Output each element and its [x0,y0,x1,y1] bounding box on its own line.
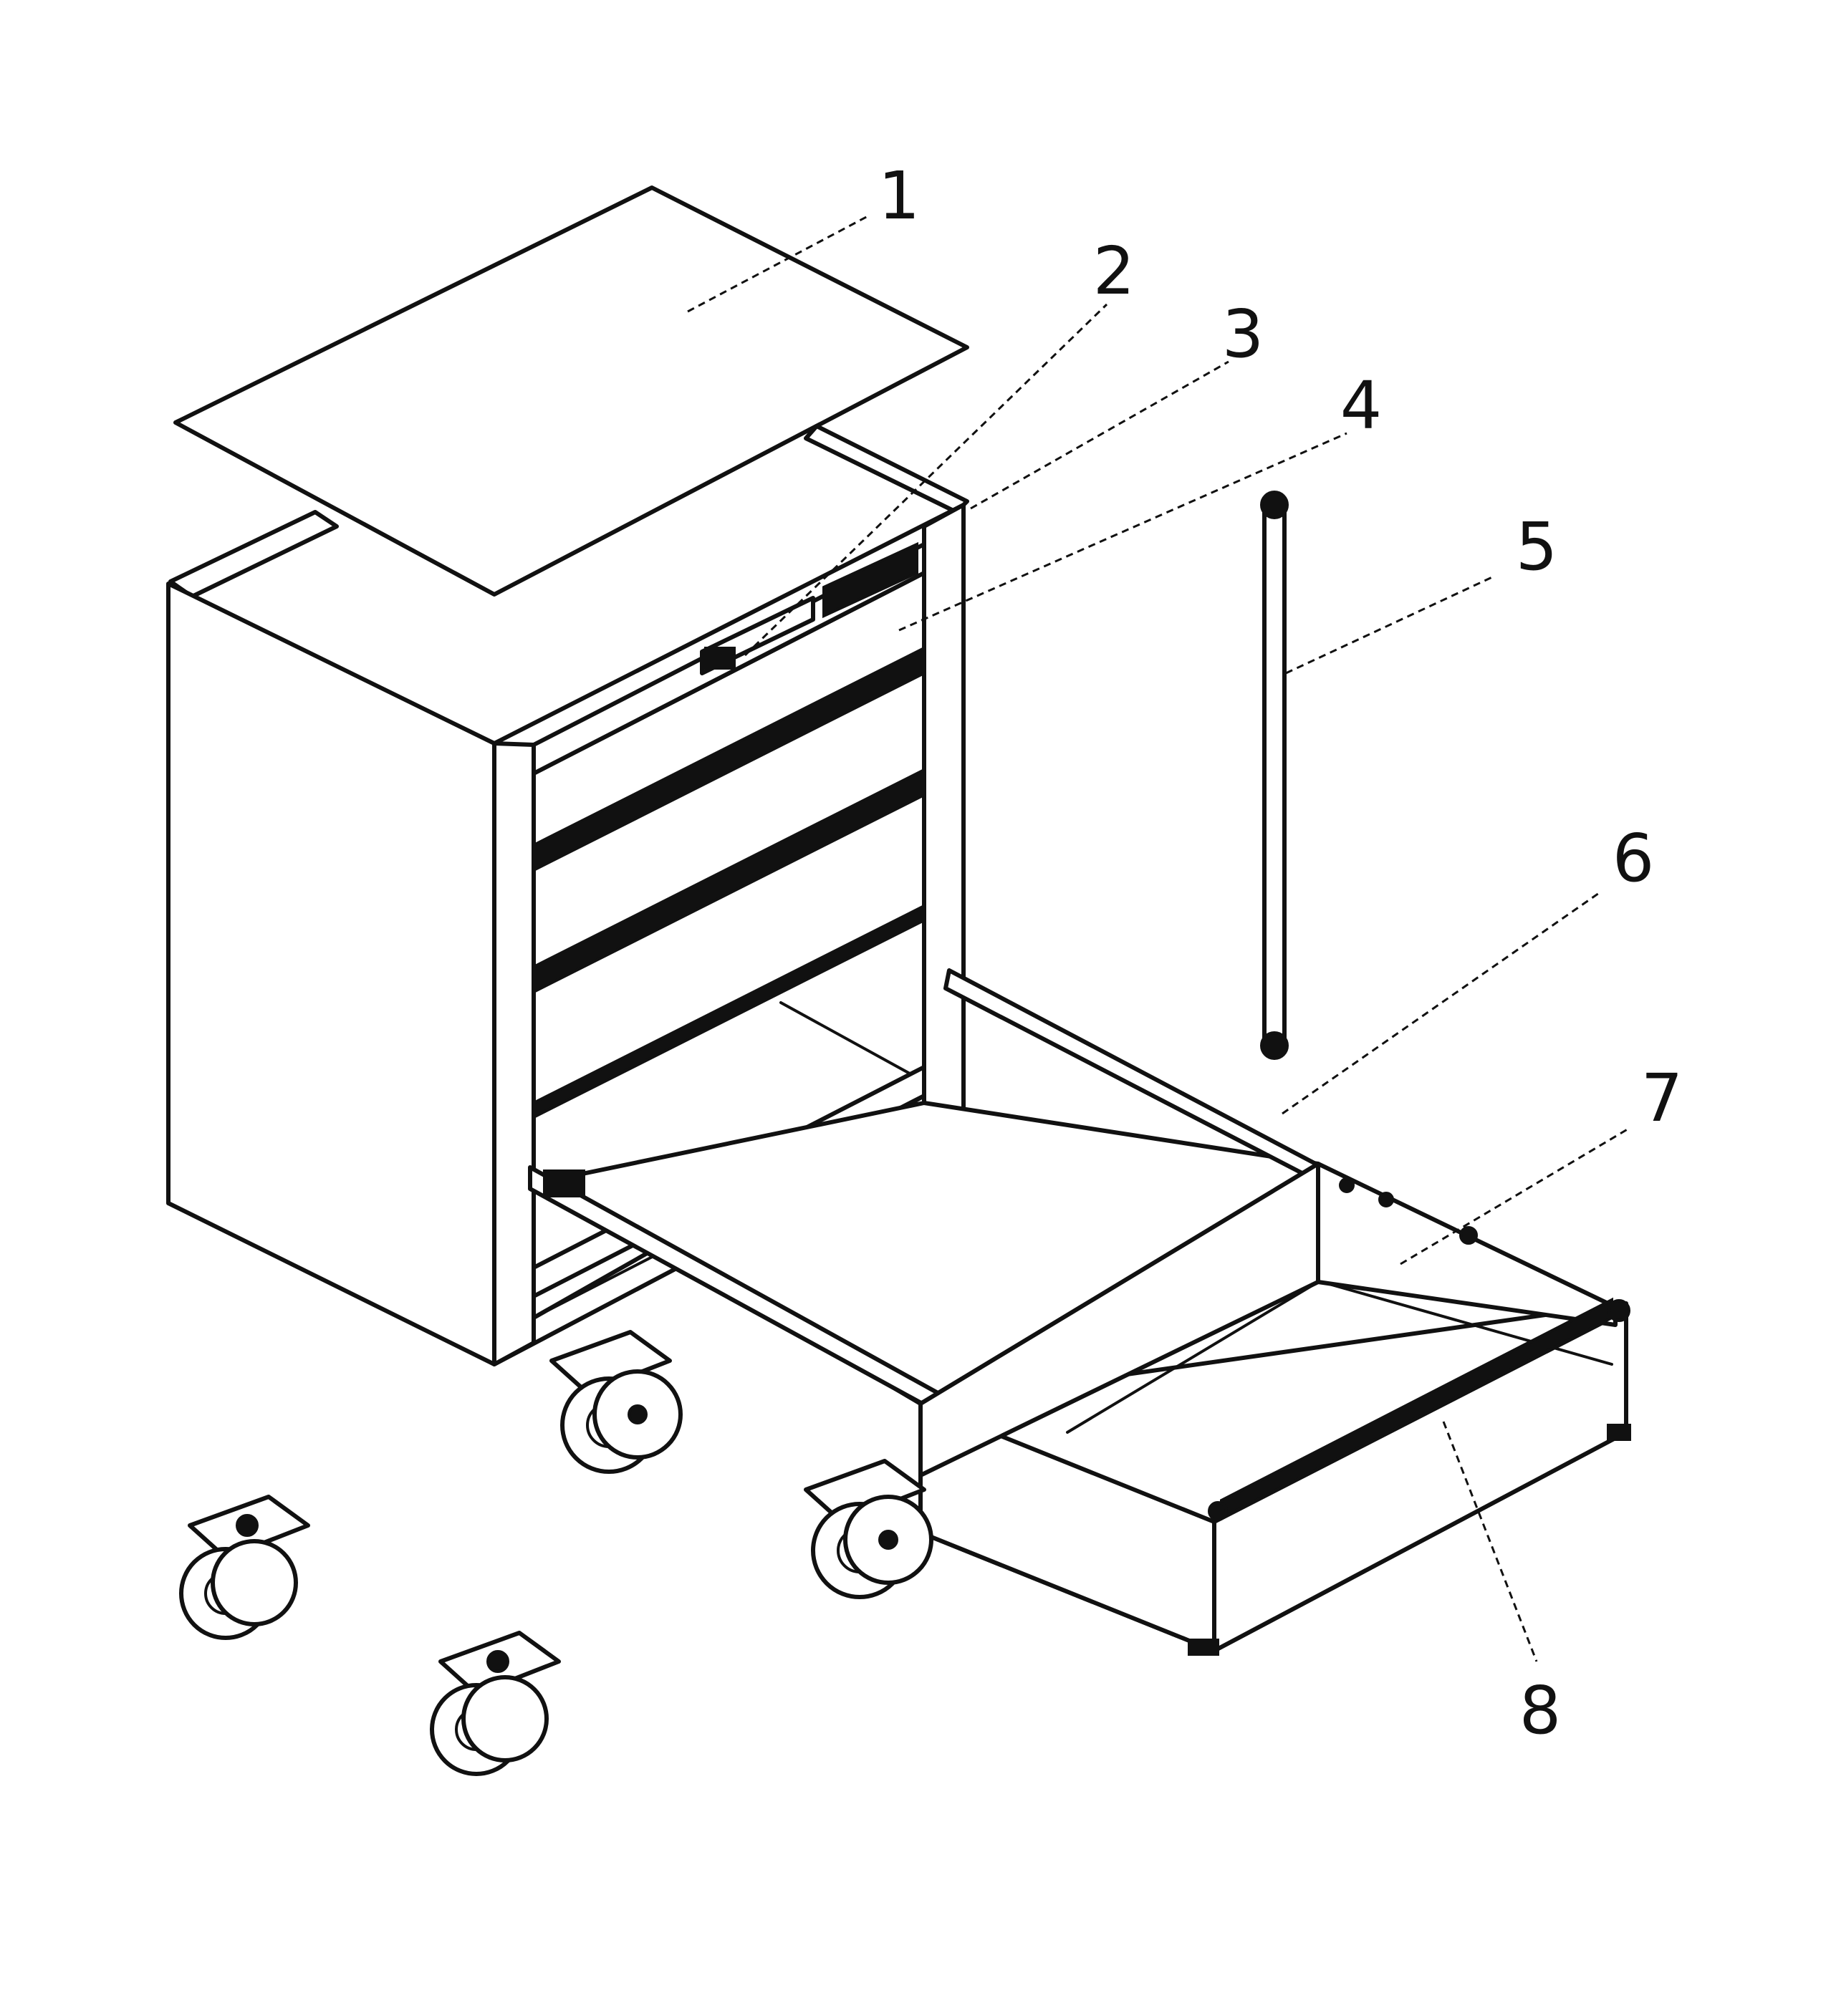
leader-6 [1282,890,1602,1115]
leader-1 [687,213,871,313]
callout-7: 7 [1641,1060,1683,1137]
leader-8 [1442,1421,1538,1662]
callout-2: 2 [1093,233,1135,309]
caster-front-right [804,1459,933,1599]
caster-loose-left [179,1495,310,1640]
vertical-rail [1260,491,1289,1060]
leader-4 [898,432,1347,632]
callout-1: 1 [878,158,921,234]
leader-5 [1285,575,1494,675]
leader-7 [1400,1127,1630,1265]
callout-5: 5 [1516,508,1558,585]
callout-3: 3 [1222,296,1264,372]
leader-3 [970,360,1229,510]
top-panel [173,185,969,597]
drawer-assembly [528,968,1631,1656]
callout-6: 6 [1613,820,1655,897]
caster-loose-right [430,1631,561,1776]
callout-labels: 1 2 3 4 5 6 7 8 [878,158,1683,1749]
leader-lines [687,213,1630,1662]
callout-8: 8 [1519,1672,1562,1749]
leader-2 [744,303,1108,657]
caster-front-left [549,1330,683,1474]
callout-4: 4 [1340,367,1383,444]
